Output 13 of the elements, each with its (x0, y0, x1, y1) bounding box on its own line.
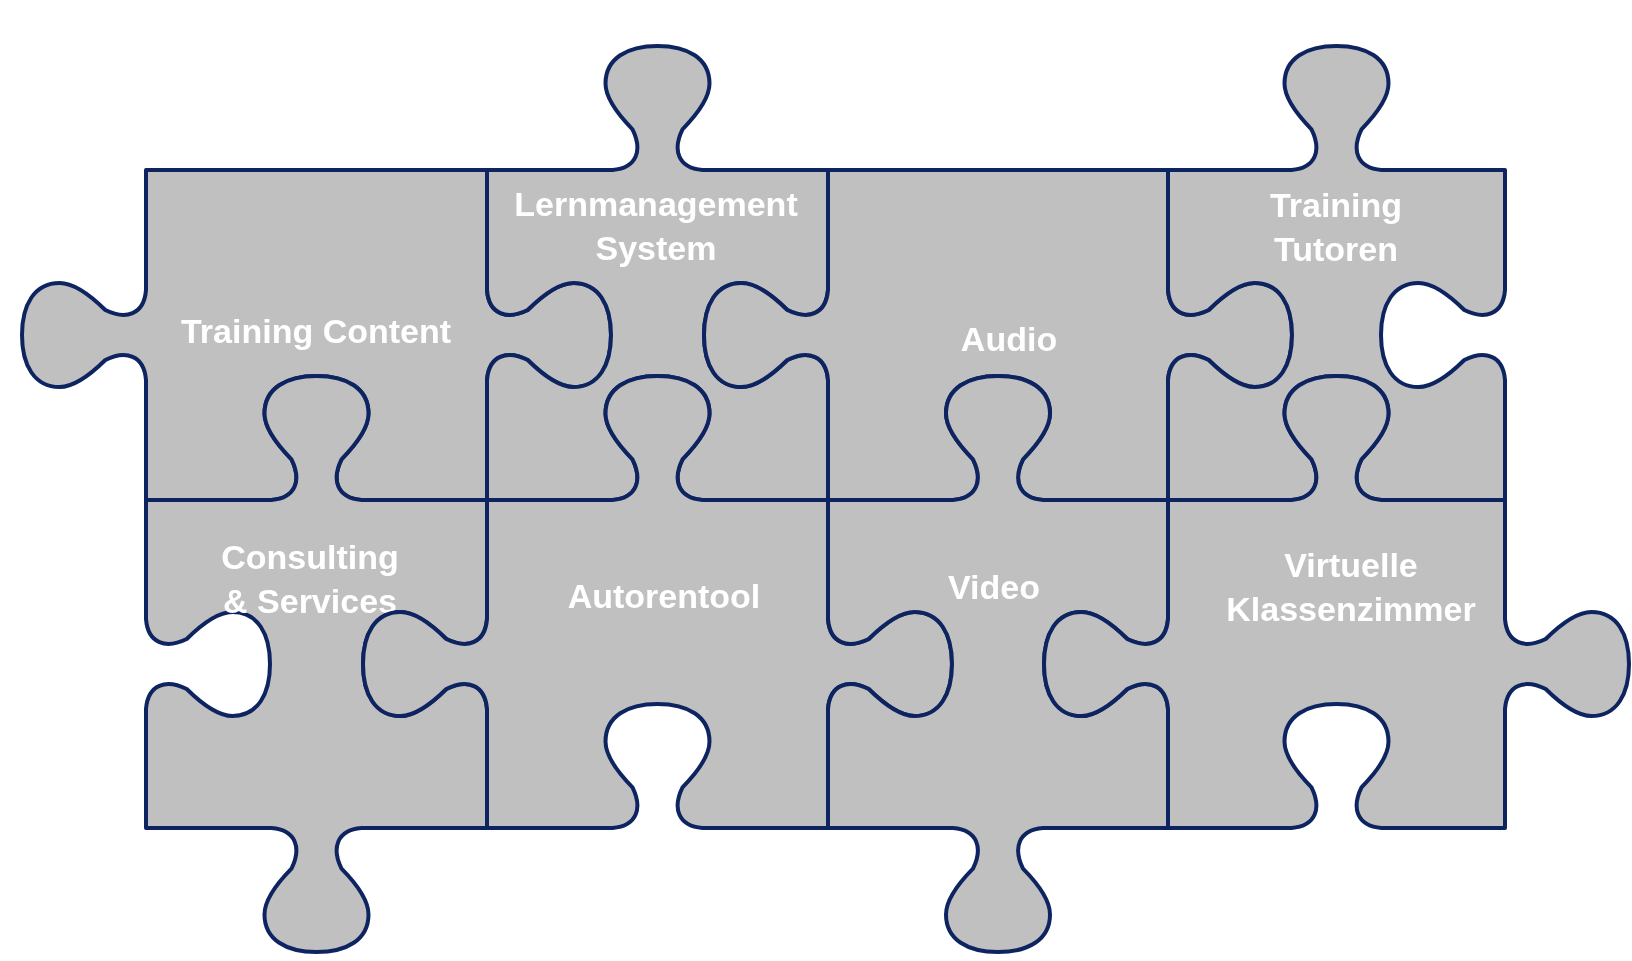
puzzle-piece (487, 46, 828, 500)
piece-label: Training Content (179, 311, 453, 352)
piece-label: Training Tutoren (1268, 185, 1404, 270)
piece-label: Consulting & Services (220, 537, 400, 622)
puzzle-piece (1044, 376, 1629, 828)
puzzle-piece (146, 376, 487, 952)
piece-label: Video (947, 567, 1041, 608)
piece-label: Virtuelle Klassenzimmer (1225, 545, 1477, 630)
piece-label: Autorentool (566, 576, 762, 617)
puzzle-piece (828, 376, 1168, 952)
piece-label: Audio (959, 319, 1059, 360)
puzzle-piece (1168, 46, 1505, 500)
piece-label: Lernmanagement System (513, 184, 799, 269)
